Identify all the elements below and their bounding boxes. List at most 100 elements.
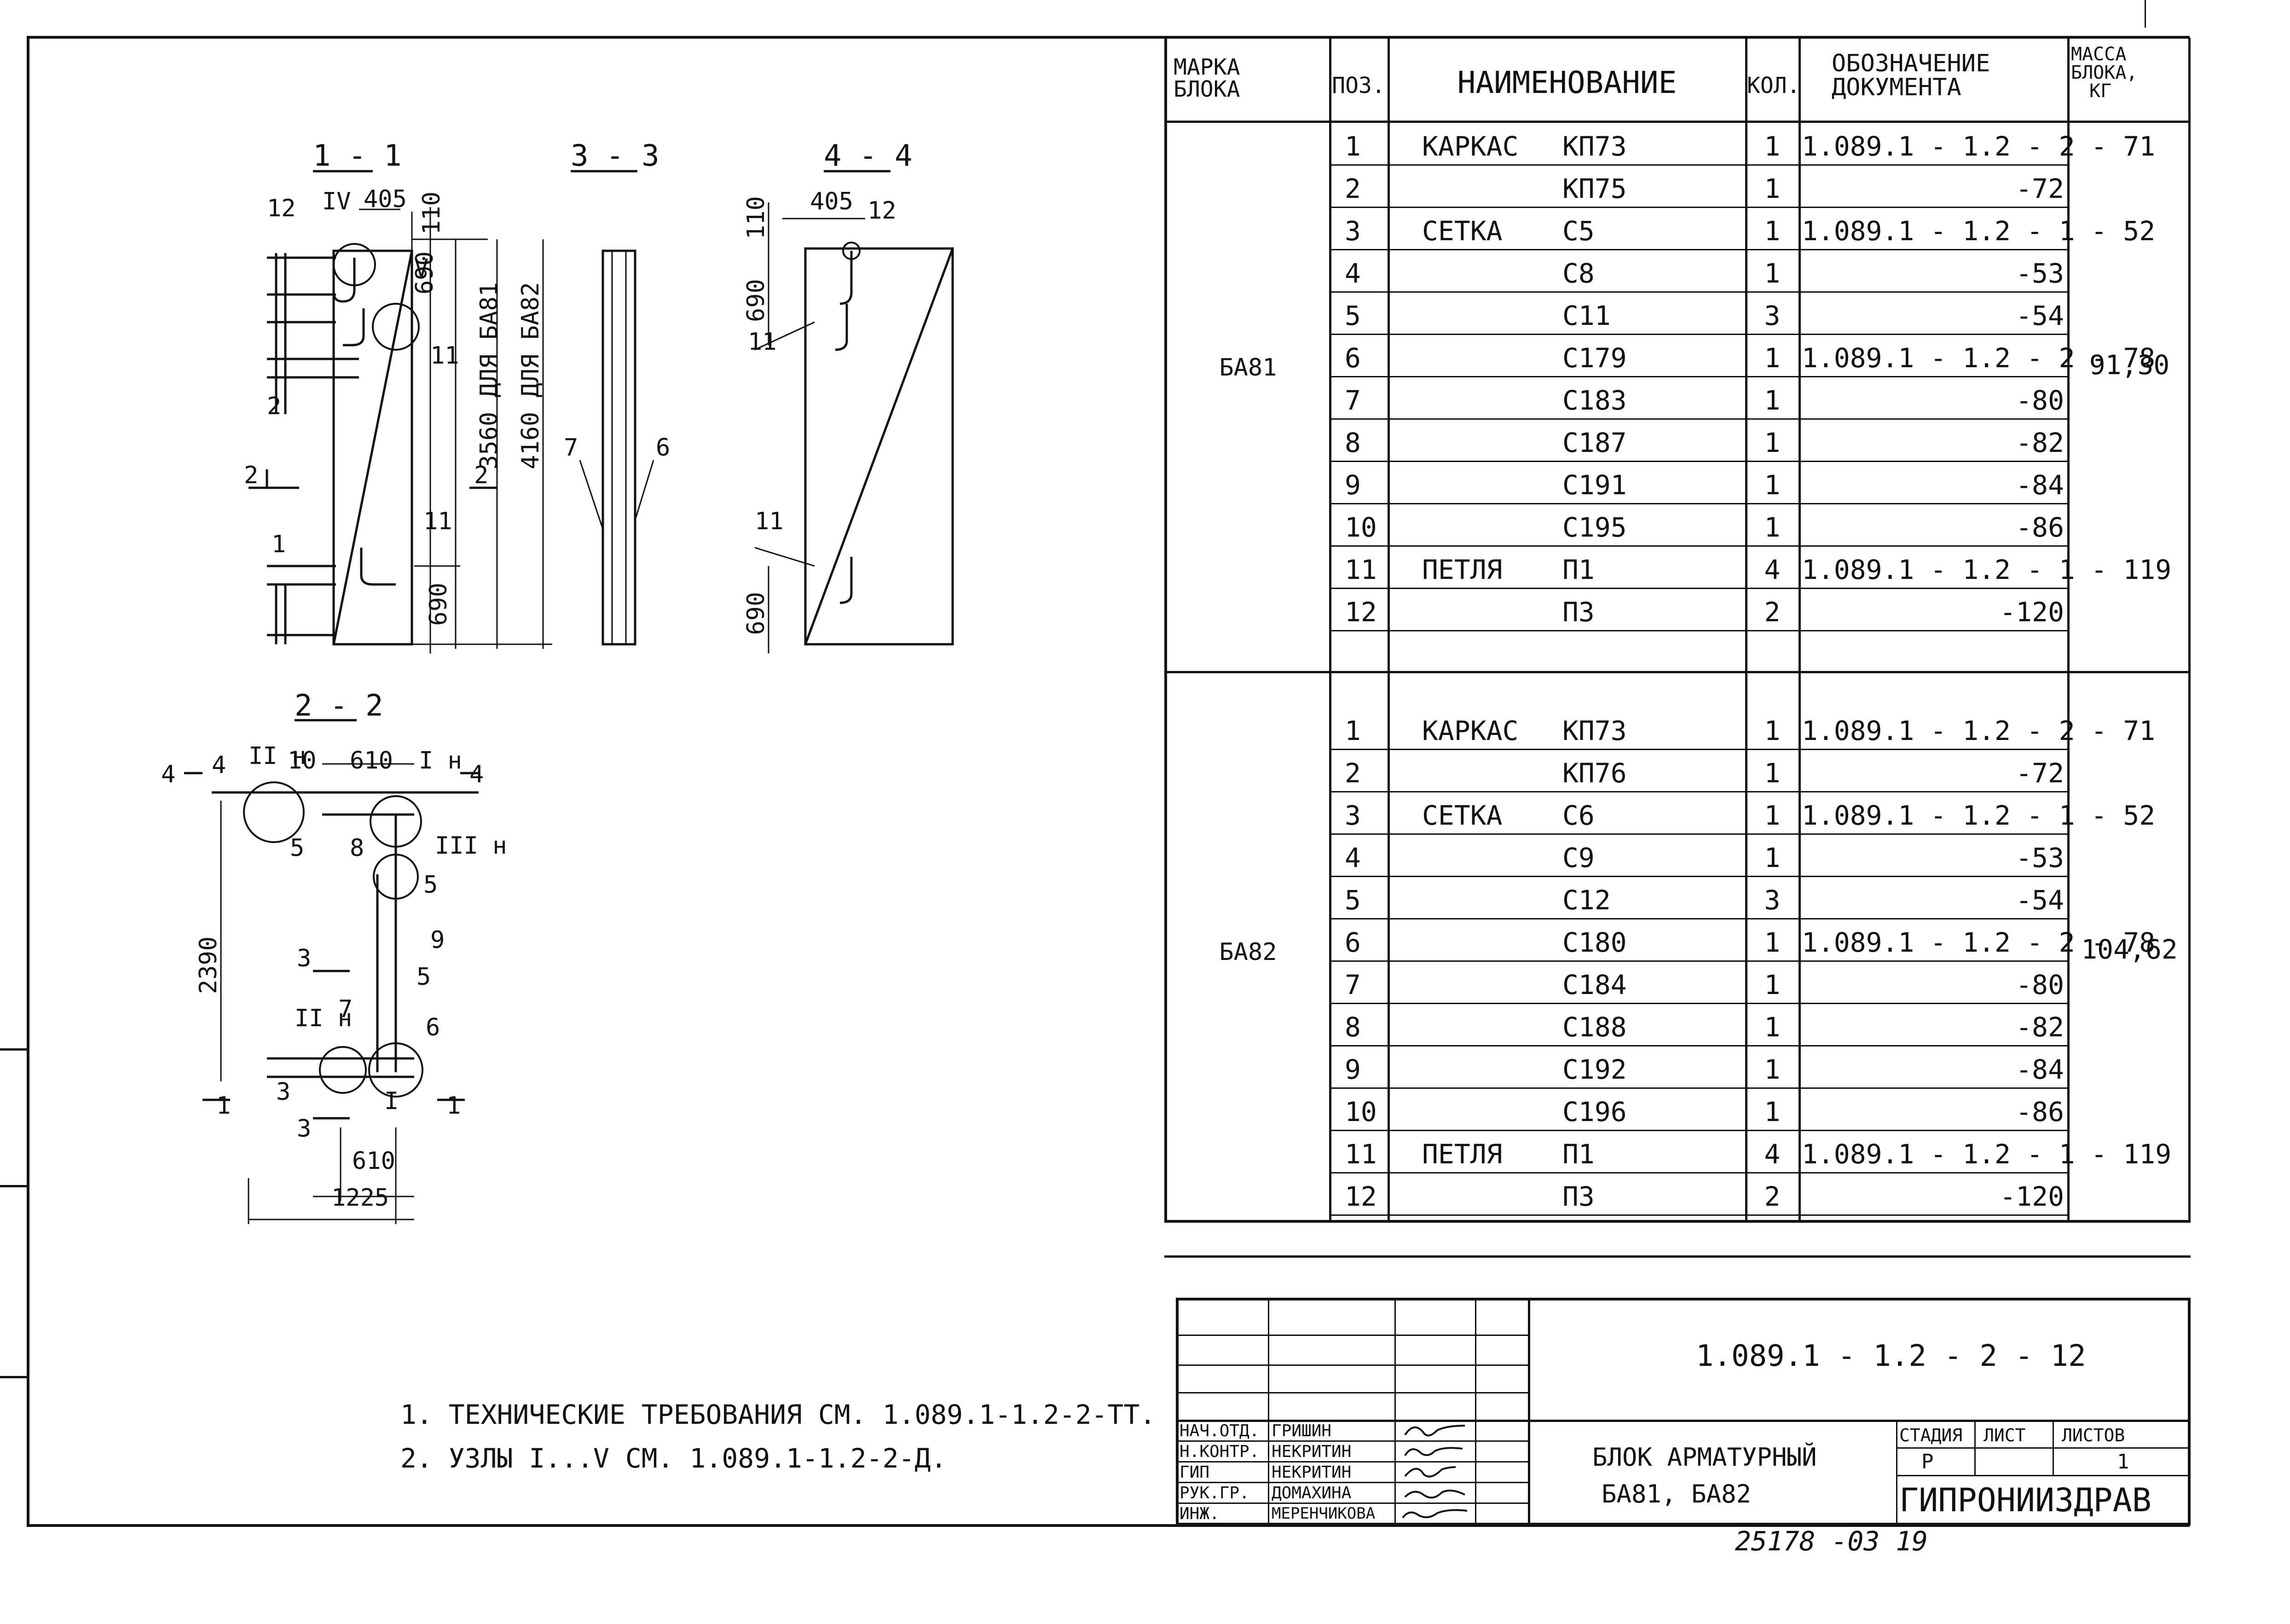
row-qty: 1 [1764, 927, 1781, 958]
row-name: КП73 [1562, 131, 1627, 162]
role-1: НАЧ.ОТД. [1180, 1422, 1260, 1440]
row-line [1329, 1087, 2068, 1089]
title-line-1: БЛОК АРМАТУРНЫЙ [1592, 1443, 1817, 1472]
loop-11-bottom [360, 548, 396, 586]
row-pos: 1 [1345, 715, 1361, 746]
row-name: С196 [1562, 1096, 1627, 1127]
node-circle-IIn-bottom [319, 1046, 367, 1094]
spec-table-border [1164, 38, 2191, 1223]
node-circle-I [368, 1042, 423, 1098]
name-2: НЕКРИТИН [1272, 1442, 1352, 1461]
row-qty: 1 [1764, 842, 1781, 873]
block-mark: БА82 [1219, 938, 1277, 966]
row-line [1329, 418, 2068, 420]
row-doc: 1.089.1 - 1.2 - 2 - 78 [1802, 927, 2156, 958]
leader [754, 547, 815, 567]
cut-1-left: 1 [216, 1092, 231, 1120]
header-doc-line2: ДОКУМЕНТА [1832, 74, 1961, 101]
callout-6: 6 [656, 434, 670, 462]
loop-12-4-4 [839, 251, 853, 305]
row-pos: 3 [1345, 800, 1361, 831]
row-line [1329, 876, 2068, 877]
node-circle-IIIn [373, 854, 419, 900]
tb-row [1176, 1335, 1528, 1336]
row-line [1329, 461, 2068, 462]
row-doc: -86 [2016, 1096, 2064, 1127]
row-pos: 7 [1345, 969, 1361, 1000]
callout-7: 7 [564, 434, 578, 462]
row-line [1329, 207, 2068, 208]
section-title-4-4: 4 - 4 [824, 139, 913, 173]
row-qty: 1 [1764, 427, 1781, 458]
row-name: С192 [1562, 1054, 1627, 1085]
row-name: П1 [1562, 1139, 1595, 1170]
dim-690-bottom: 690 [425, 583, 452, 626]
row-qty: 3 [1764, 300, 1781, 331]
title-block-border [1176, 1298, 2191, 1526]
row-doc: -53 [2016, 258, 2064, 289]
row-qty: 1 [1764, 800, 1781, 831]
row-doc: 1.089.1 - 1.2 - 1 - 119 [1802, 554, 2172, 585]
spec-table: МАРКА БЛОКА ПОЗ. НАИМЕНОВАНИЕ КОЛ. ОБОЗН… [1164, 38, 2191, 1258]
edge-mark [0, 1185, 27, 1187]
callout-11-4-4-top: 11 [748, 328, 777, 356]
row-name: С188 [1562, 1011, 1627, 1043]
header-line [1164, 121, 2191, 123]
header-mass-line3: КГ [2089, 81, 2112, 102]
node-circle-V [372, 303, 420, 351]
row-doc: -120 [2000, 1181, 2064, 1212]
role-5: ИНЖ. [1180, 1504, 1220, 1523]
tb-row [1176, 1503, 1528, 1504]
doc-code: 1.089.1 - 1.2 - 2 - 12 [1696, 1339, 2086, 1373]
row-qty: 4 [1764, 1139, 1781, 1170]
callout-5-low: 5 [416, 963, 431, 991]
row-name: С8 [1562, 258, 1595, 289]
signature [1404, 1447, 1463, 1456]
tb-col [1896, 1420, 1897, 1526]
dim-2390: 2390 [195, 936, 222, 994]
loop-11-top [343, 308, 365, 347]
footer-code: 25178 -03 19 [1735, 1526, 1928, 1557]
row-qty: 1 [1764, 1054, 1781, 1085]
signature [1404, 1425, 1465, 1437]
role-3: ГИП [1180, 1463, 1210, 1482]
row-line [1329, 503, 2068, 504]
row-name: КП73 [1562, 715, 1627, 746]
dim-405: 405 [364, 185, 407, 213]
row-line [1329, 833, 2068, 835]
tb-row [1896, 1475, 2191, 1476]
row-qty: 1 [1764, 757, 1781, 789]
group-divider [1164, 671, 2191, 673]
col-line [2188, 38, 2191, 1223]
row-qty: 1 [1764, 258, 1781, 289]
row-name: С183 [1562, 385, 1627, 416]
row-doc: -84 [2016, 469, 2064, 501]
signatures [1402, 1425, 1468, 1519]
row-pos: 9 [1345, 469, 1361, 501]
row-qty: 1 [1764, 215, 1781, 247]
block-mass: 104,62 [2081, 933, 2178, 965]
header-name: НАИМЕНОВАНИЕ [1457, 65, 1677, 100]
tb-col [2053, 1420, 2054, 1475]
row-line [1329, 1130, 2068, 1131]
signature [1404, 1490, 1465, 1499]
row-line [1329, 545, 2068, 547]
row-doc: -82 [2016, 1011, 2064, 1043]
row-name: КП75 [1562, 173, 1627, 204]
row-type: ПЕТЛЯ [1422, 554, 1503, 585]
row-name: С195 [1562, 512, 1627, 543]
row-name: С187 [1562, 427, 1627, 458]
col-line [2067, 38, 2070, 1223]
row-pos: 10 [1345, 1096, 1377, 1127]
callout-7-plan: 7 [338, 995, 353, 1023]
edge-mark [0, 1048, 27, 1051]
sheet-label: ЛИСТ [1984, 1425, 2026, 1445]
row-pos: 2 [1345, 757, 1361, 789]
row-pos: 5 [1345, 300, 1361, 331]
callout-3: 3 [276, 1078, 290, 1106]
sheets-value: 1 [2117, 1450, 2129, 1474]
header-mass-line1: МАССА [2071, 44, 2127, 65]
row-doc: -86 [2016, 512, 2064, 543]
row-type: ПЕТЛЯ [1422, 1139, 1503, 1170]
section-drawings: 1 - 1 3 - 3 4 - 4 2 - 2 12 IV 405 110 V … [161, 139, 954, 1224]
